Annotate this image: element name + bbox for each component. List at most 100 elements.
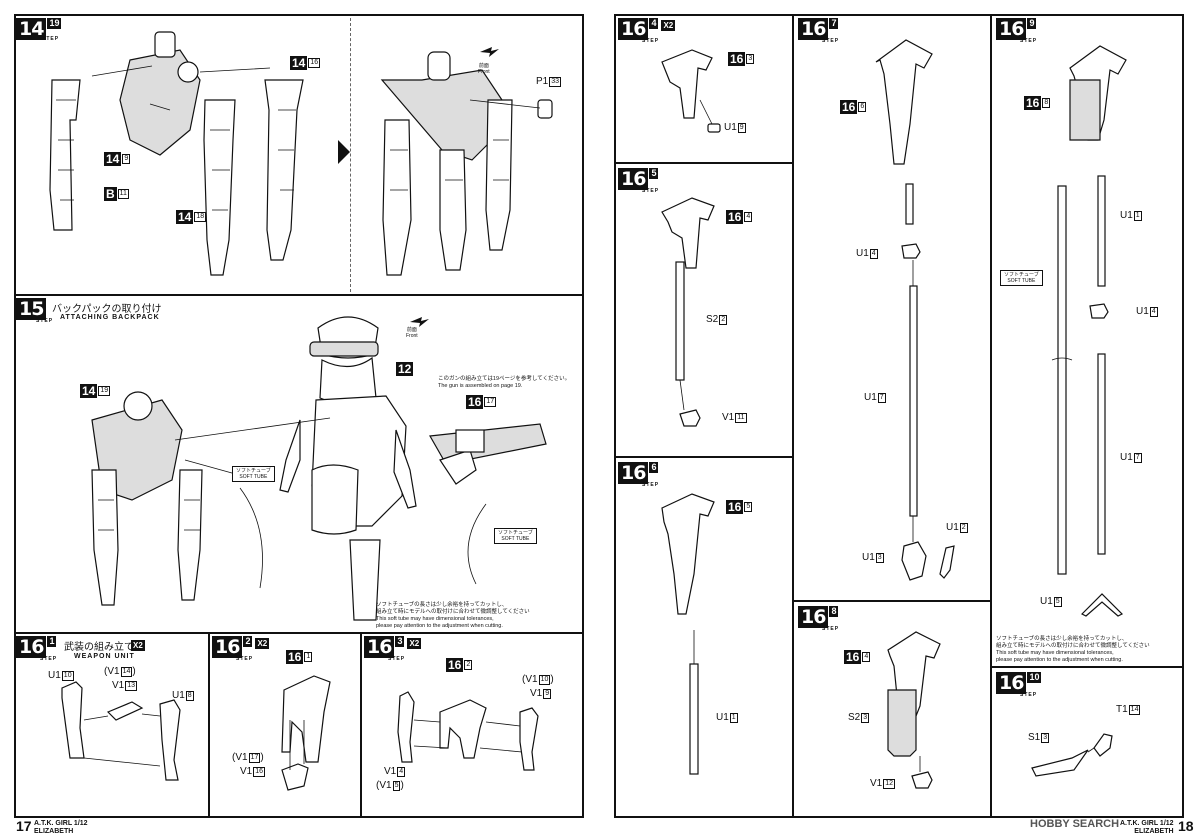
ref-step: 16 [286,650,304,664]
part-num: 5 [392,780,401,791]
step-ref-tag: 14 19 [80,384,111,398]
step-15-title-jp: バックパックの取り付け [52,304,162,315]
step-number: 16 [618,462,649,484]
soft-tube-badge: ソフトチューブ SOFT TUBE [232,466,275,482]
step-number: 14 [16,18,47,40]
part-letter: U1 [946,522,959,533]
step-sub: 10 [1027,672,1042,683]
step-number: 16 [212,636,243,658]
part-letter: V1 [722,412,735,423]
step-ref-tag: 14 16 [290,56,321,70]
divider [208,632,210,816]
part-letter: U1 [1120,210,1133,221]
step-ref-tag: 14 18 [176,210,207,224]
soft-tube-note: ソフトチューブの長さは少し余裕を持ってカットし、 組み立て時にモデルへの取付けに… [996,636,1150,664]
multiplier: X2 [407,638,422,649]
part-letter: (V1 [522,674,538,685]
step-number: 16 [996,672,1027,694]
step-number: 16 [364,636,395,658]
step-16-1-badge: 16 1 [16,636,57,658]
part-num: 9 [543,688,552,699]
step-caption: STEP [36,318,54,324]
part-num: 11 [117,189,129,199]
step-caption: STEP [388,656,406,662]
step-16-9-illustration [1051,45,1127,617]
step-sub: 4 [649,18,659,29]
footer: A.T.K. GIRL 1/12 ELIZABETH [1120,820,1174,836]
step-16-6-badge: 16 6 [618,462,659,484]
divider [614,456,794,458]
ref-sub: 17 [484,397,497,407]
part-letter: U1 [724,122,737,133]
front-jp: 前面 [478,63,489,69]
ref-sub: 6 [858,102,867,112]
part-num: 7 [1133,452,1142,463]
divider [792,14,794,816]
step-caption: STEP [642,482,660,488]
divider [614,162,794,164]
part-num: 3 [861,712,870,723]
part-num: 3 [1041,732,1050,743]
part-tag: 12 [396,362,414,376]
paren: ) [132,666,136,677]
part-num: 8 [185,690,194,701]
part-num: 1 [1133,210,1142,221]
right-page-frame [614,14,1184,818]
step-caption: STEP [642,188,660,194]
step-number: 16 [618,18,649,40]
part-ref: 12 [396,362,414,376]
part-num: 2 [959,522,968,533]
step-16-8-illustration [887,631,941,789]
step-number: 16 [16,636,47,658]
divider [792,600,992,602]
ref-sub: 5 [744,502,753,512]
ref-sub: 8 [1042,98,1051,108]
soft-tube-en: SOFT TUBE [1007,278,1036,284]
left-page-frame [14,14,584,818]
step-16-1-title-jp: 武装の組み立て [64,642,134,653]
soft-tube-jp: ソフトチューブ [498,530,533,536]
note-line: please pay attention to the adjustment w… [996,657,1123,663]
part-num: 4 [1149,306,1158,317]
step-15-illustration [91,316,547,621]
step-16-10-badge: 16 10 [996,672,1042,694]
step-caption: STEP [1020,38,1038,44]
part-letter: U1 [1136,306,1149,317]
divider [990,666,1182,668]
ref-step: 16 [466,395,484,409]
dashed-divider [350,18,351,292]
part-letter: U1 [856,248,869,259]
part-letter: S1 [1028,732,1041,743]
step-sub: 6 [649,462,659,473]
ref-step: 16 [726,500,744,514]
front-en: Front [478,69,490,75]
step-sub: 1 [47,636,57,647]
ref-sub: 4 [862,652,871,662]
note-line: This soft tube may have dimensional tole… [376,616,494,622]
part-num: 13 [125,680,138,691]
page-number: 17 [16,818,32,834]
page-number: 18 [1178,818,1194,834]
step-sub: 5 [649,168,659,179]
ref-step: 16 [446,658,464,672]
ref-step: 14 [290,56,308,70]
multiplier: X2 [131,640,145,651]
part-letter: U1 [172,690,185,701]
step-16-8-badge: 16 8 [798,606,839,628]
soft-tube-en: SOFT TUBE [239,474,268,480]
